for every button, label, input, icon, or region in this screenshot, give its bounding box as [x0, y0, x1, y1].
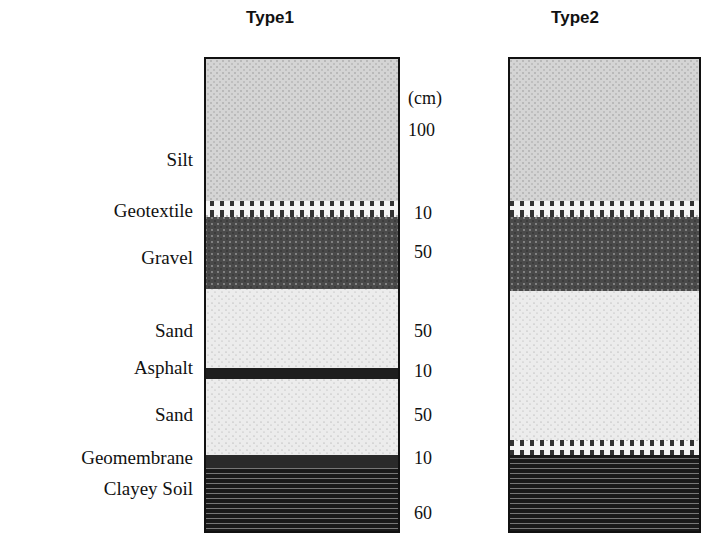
- thickness-value: 60: [414, 502, 432, 524]
- thickness-value: 10: [414, 360, 432, 382]
- layer-name: Sand: [155, 404, 193, 426]
- layer-name: Sand: [155, 320, 193, 342]
- column-title: Type2: [551, 7, 599, 29]
- layer-name: Geomembrane: [81, 447, 193, 469]
- column-title: Type1: [246, 7, 294, 29]
- thickness-value: 100: [408, 119, 435, 141]
- layer-name: Clayey Soil: [104, 478, 193, 500]
- layer-name: Asphalt: [134, 357, 193, 379]
- thickness-value: 10: [414, 202, 432, 224]
- thickness-value: 10: [414, 447, 432, 469]
- layer-name: Silt: [167, 149, 193, 171]
- unit-label: (cm): [408, 87, 442, 109]
- thickness-value: 50: [414, 320, 432, 342]
- type1-column: [205, 58, 399, 532]
- thickness-value: 50: [414, 241, 432, 263]
- layer-name: Geotextile: [114, 200, 193, 222]
- layer-name: Gravel: [141, 247, 193, 269]
- thickness-value: 50: [414, 404, 432, 426]
- type2-column: [509, 58, 700, 532]
